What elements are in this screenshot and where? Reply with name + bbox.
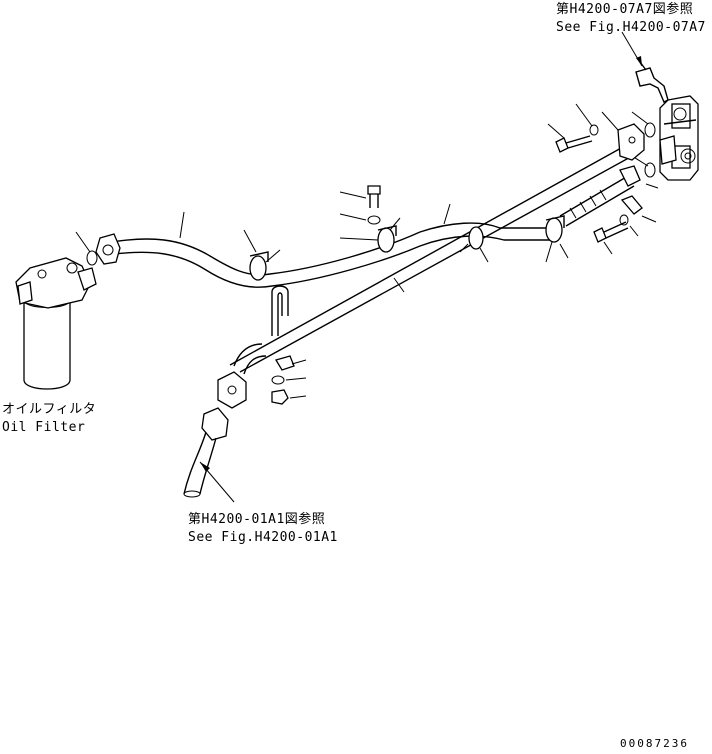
oil-filter-label-jp: オイルフィルタ — [2, 402, 97, 417]
leader-line — [603, 241, 613, 255]
long-pipe-upper — [229, 123, 645, 373]
leader-line — [479, 247, 489, 263]
oil-filter-label-en: Oil Filter — [2, 420, 86, 435]
leader-line — [641, 215, 657, 223]
leader-line — [631, 111, 649, 125]
leader-line — [645, 183, 659, 189]
u-bolt — [271, 285, 289, 336]
o-ring — [86, 250, 98, 266]
clamp — [468, 226, 484, 250]
leader-line — [575, 103, 593, 127]
clamp — [545, 215, 565, 243]
leader-line — [545, 241, 553, 263]
leader-line — [443, 203, 451, 225]
washer — [619, 214, 629, 226]
drawing-number: 00087236 — [620, 737, 689, 750]
leader-line — [547, 123, 565, 139]
leader-line — [289, 395, 307, 399]
o-ring — [644, 162, 656, 178]
leader-line — [339, 213, 367, 221]
reference-bottom-en: See Fig.H4200-01A1 — [188, 530, 338, 545]
leader-line — [389, 217, 401, 231]
leader-line — [601, 111, 619, 131]
reference-bottom-jp: 第H4200-01A1図参照 — [188, 512, 326, 527]
hose-lower — [183, 407, 229, 498]
leader-line — [285, 377, 307, 381]
leader-line — [629, 225, 639, 237]
clamp — [249, 251, 269, 281]
leader-line — [179, 211, 185, 239]
leader-line — [559, 243, 569, 259]
leader-line — [339, 237, 379, 241]
curved-pipe — [95, 222, 556, 288]
leader-line — [291, 359, 307, 365]
leader-line — [459, 243, 469, 253]
valve-block — [659, 95, 699, 181]
bolt — [593, 221, 629, 243]
oil-filter — [15, 257, 97, 390]
washer — [367, 215, 381, 225]
washer — [271, 375, 285, 385]
o-ring — [644, 122, 656, 138]
bracket — [635, 61, 669, 103]
reference-top-right-jp: 第H4200-07A7図参照 — [556, 2, 694, 17]
leader-line — [339, 191, 367, 199]
nut — [271, 389, 289, 405]
bolt — [367, 185, 381, 208]
leader-line — [265, 249, 281, 263]
leader-line — [75, 231, 91, 253]
leader-line — [243, 229, 257, 253]
arrow-head-icon — [200, 462, 210, 472]
hose-right — [559, 165, 643, 227]
washer — [589, 124, 599, 136]
clamp — [377, 225, 397, 253]
leader-line — [393, 277, 405, 293]
bolt — [555, 135, 593, 153]
lower-pipe — [217, 343, 267, 409]
arrow-head-icon — [636, 56, 642, 66]
plate — [275, 355, 295, 371]
reference-top-right-en: See Fig.H4200-07A7 — [556, 20, 706, 35]
